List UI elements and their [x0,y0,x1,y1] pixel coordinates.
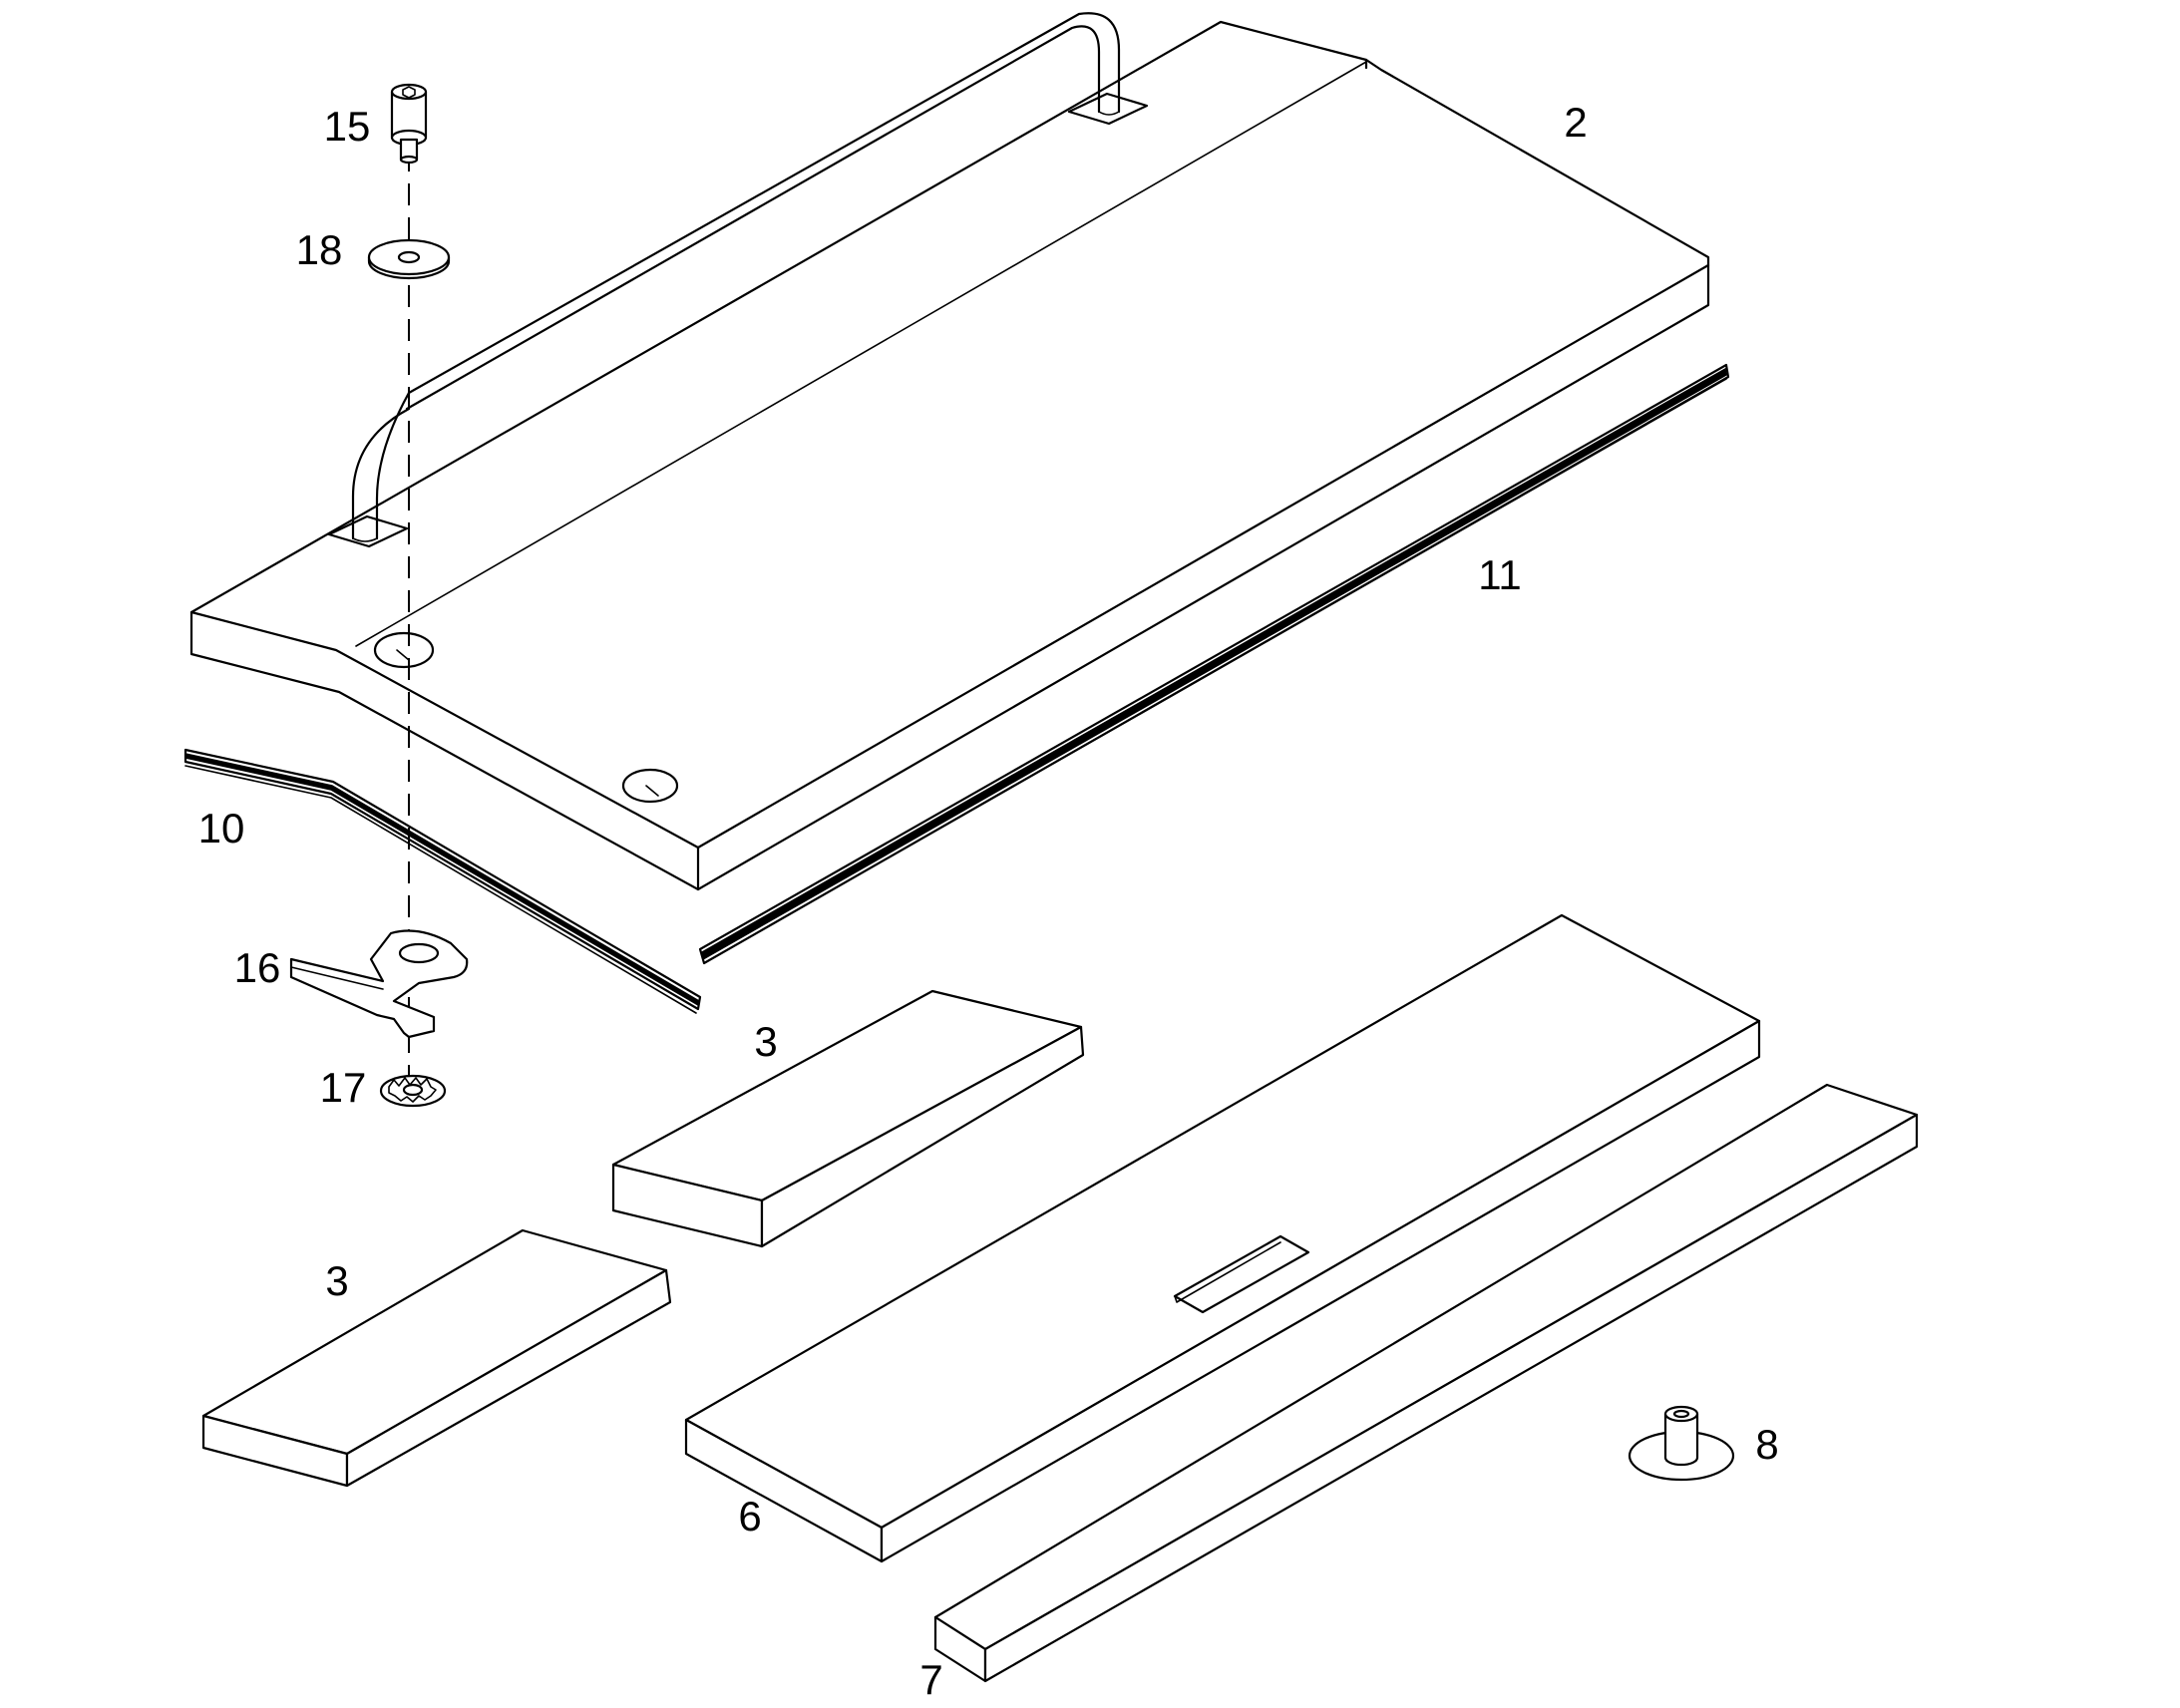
callout-3-lower: 3 [325,1257,348,1304]
mounting-hole [373,631,435,669]
plate-part-6 [684,913,1761,1563]
slot-opening [1173,1234,1310,1314]
cap-screw-part-15 [390,83,428,165]
block-part-3-upper [611,989,1085,1248]
callout-2: 2 [1564,99,1587,146]
washer-part-18 [367,238,451,280]
callout-3-upper: 3 [754,1018,777,1065]
callout-17: 17 [320,1064,367,1111]
table-top-part-2 [189,20,1710,891]
callout-6: 6 [738,1493,761,1539]
callout-8: 8 [1755,1421,1778,1468]
block-part-3-lower [201,1228,672,1488]
mounting-hole [621,768,679,804]
callout-labels: 2 11 15 18 10 16 17 3 3 6 7 8 [198,99,1779,1703]
callout-7: 7 [919,1656,942,1703]
bar-part-7 [933,1083,1919,1683]
standoff-part-8 [1628,1405,1735,1482]
callout-16: 16 [234,944,281,991]
callout-10: 10 [198,805,245,852]
callout-11: 11 [1478,551,1522,598]
edge-strip-part-10 [183,748,702,1014]
lock-washer-part-17 [379,1074,447,1108]
edge-strip-part-11 [698,363,1730,965]
callout-18: 18 [296,226,343,273]
callout-15: 15 [324,103,371,150]
carry-handle [327,12,1149,548]
bracket-part-16 [289,929,469,1039]
